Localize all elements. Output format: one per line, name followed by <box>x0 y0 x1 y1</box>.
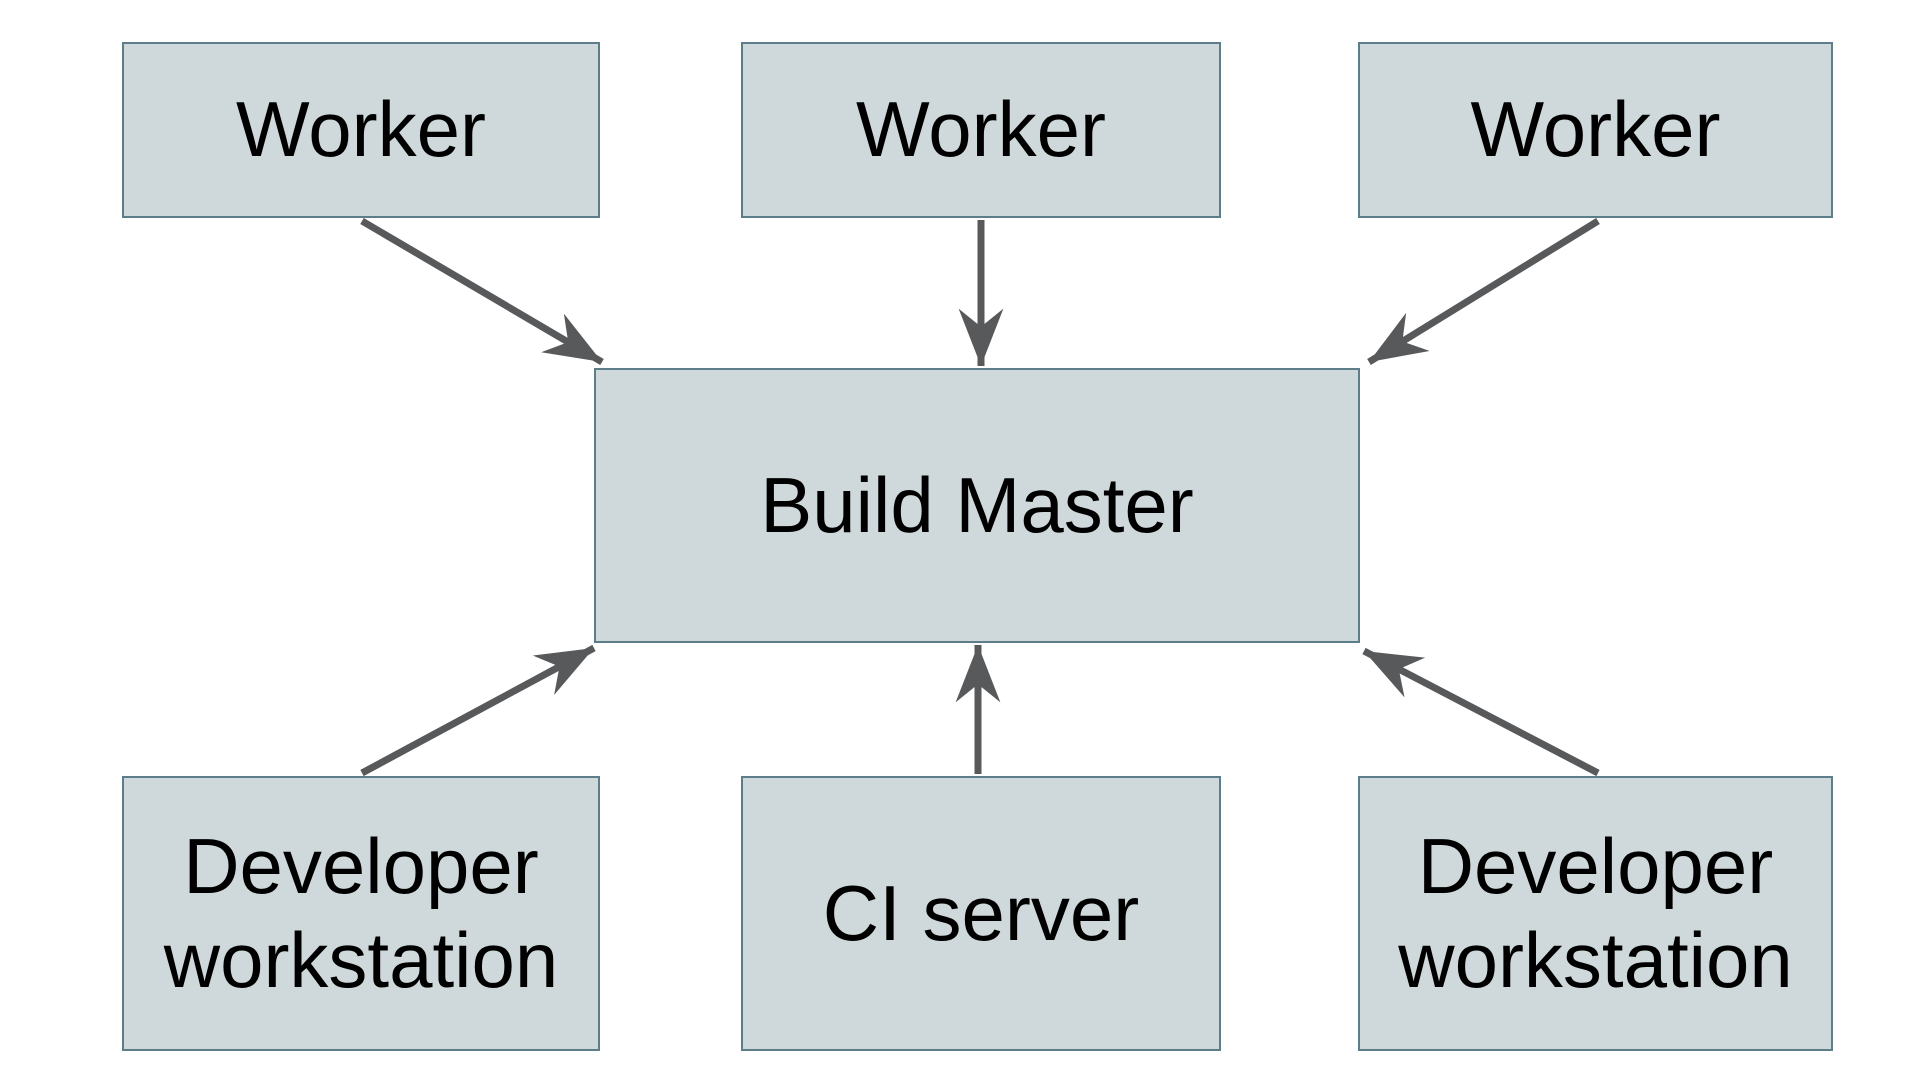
node-worker-top-right: Worker <box>1358 42 1833 218</box>
node-label: Worker <box>236 85 486 174</box>
node-ci-server: CI server <box>741 776 1221 1051</box>
node-worker-top-center: Worker <box>741 42 1221 218</box>
node-label: Worker <box>1470 85 1721 174</box>
node-worker-top-left: Worker <box>122 42 600 218</box>
node-label: Worker <box>856 85 1106 174</box>
node-label: Developer workstation <box>1398 821 1793 1004</box>
node-label: Build Master <box>760 460 1194 549</box>
arrow-developer-right-to-build-master <box>1362 647 1600 777</box>
node-label: Developer workstation <box>163 821 559 1004</box>
node-label: CI server <box>822 868 1140 957</box>
arrow-developer-left-to-build-master <box>360 644 596 777</box>
node-developer-workstation-left: Developer workstation <box>122 776 600 1051</box>
arrow-worker-right-to-build-master <box>1367 218 1600 365</box>
arrow-worker-left-to-build-master <box>360 217 604 366</box>
node-build-master: Build Master <box>594 368 1360 643</box>
node-developer-workstation-right: Developer workstation <box>1358 776 1833 1051</box>
